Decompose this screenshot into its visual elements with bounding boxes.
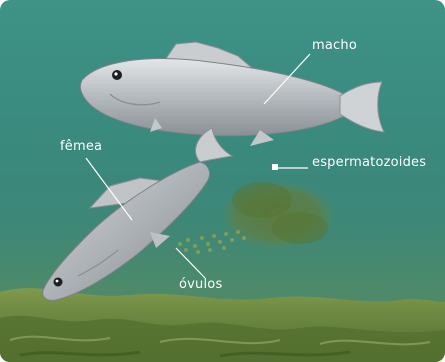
leader-marker-esperma [272, 164, 278, 170]
leader-line-ovulos [176, 248, 205, 278]
male-fish [80, 42, 384, 146]
label-macho: macho [312, 38, 357, 53]
seabed [0, 288, 445, 362]
sperm-cloud [220, 181, 336, 249]
label-espermatozoides: espermatozoides [312, 155, 426, 170]
label-femea: fêmea [60, 139, 102, 154]
label-ovulos: óvulos [179, 277, 222, 292]
